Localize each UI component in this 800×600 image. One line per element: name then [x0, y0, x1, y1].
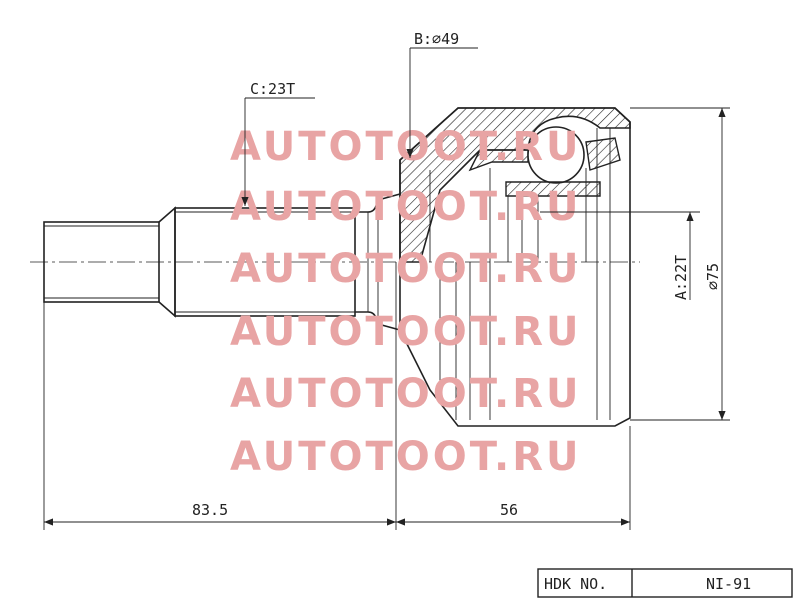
b-diameter-leader: B:⌀49 [406, 30, 478, 158]
c-spline-label: C:23T [250, 80, 295, 98]
title-block-label: HDK NO. [544, 575, 607, 593]
cage-hatch [585, 137, 621, 171]
watermark: AUTOTOOT.RU [230, 309, 581, 355]
watermark: AUTOTOOT.RU [230, 246, 581, 292]
outer-diameter-dimension: ⌀75 [630, 107, 730, 421]
watermark: AUTOTOOT.RU [230, 434, 581, 480]
c-spline-leader: C:23T [241, 80, 315, 206]
shaft-neck [355, 193, 401, 331]
a-spline-label: A:22T [672, 255, 690, 300]
title-block-value: NI-91 [706, 575, 751, 593]
outer-diameter-label: ⌀75 [704, 263, 722, 290]
inner-race [429, 128, 611, 420]
title-block: HDK NO. NI-91 [537, 568, 793, 598]
watermark: AUTOTOOT.RU [230, 184, 581, 230]
b-diameter-label: B:⌀49 [414, 30, 459, 48]
length-dimensions: 83.5 56 [43, 262, 631, 530]
a-spline-dimension: A:22T [540, 211, 700, 300]
shaft-main-spline [174, 207, 356, 317]
watermark: AUTOTOOT.RU [230, 124, 581, 170]
watermark-group: AUTOTOOT.RU AUTOTOOT.RU AUTOTOOT.RU AUTO… [230, 124, 581, 480]
length-body-label: 56 [500, 501, 518, 519]
watermark: AUTOTOOT.RU [230, 371, 581, 417]
shaft-end-spline [43, 221, 160, 303]
length-shaft-label: 83.5 [192, 501, 228, 519]
